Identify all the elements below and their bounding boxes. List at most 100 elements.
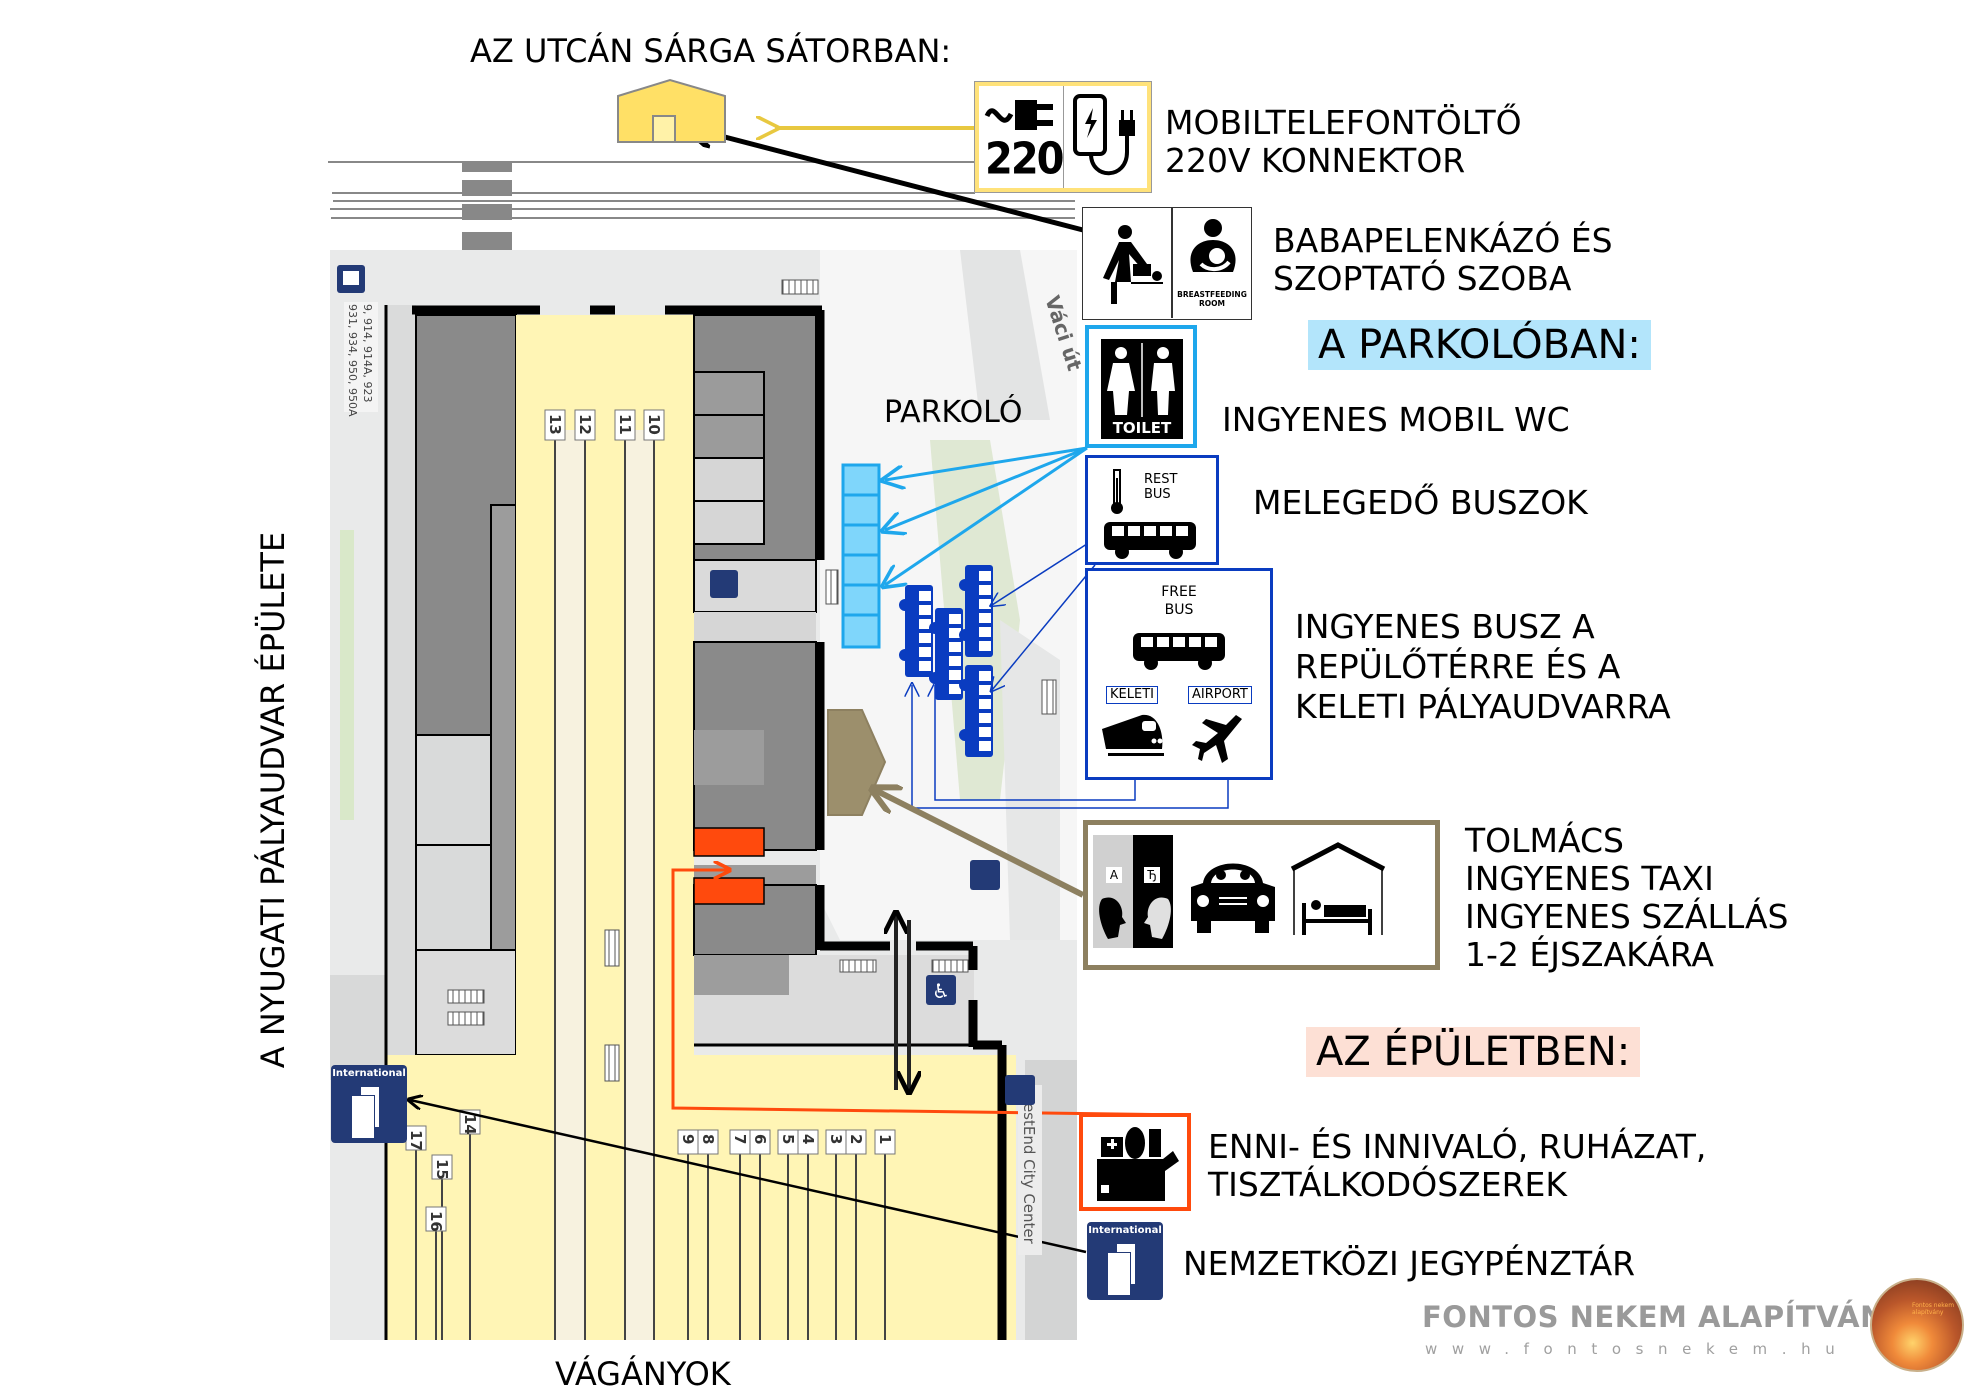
international-arrow [410,1100,1087,1254]
train-icon [1102,714,1164,756]
speech-bubble-a: A [1106,867,1122,883]
wheelchair-icon [926,975,956,1005]
ticket-machine-icon [970,860,1000,890]
supplies-box-icon [1097,1127,1179,1201]
platform-tag-16: 16 [425,1206,447,1232]
food-supplies-sign [1079,1113,1191,1211]
food-line-1: ENNI- ÉS INNIVALÓ, RUHÁZAT, [1208,1127,1707,1166]
svg-text:10: 10 [645,414,663,435]
crosswalk [462,162,512,250]
platform-area [386,1055,1016,1340]
breastfeeding-caption-1: BREASTFEEDING [1177,290,1247,299]
street-tent-heading: AZ UTCÁN SÁRGA SÁTORBAN: [470,32,952,70]
road-lines [328,161,1075,219]
platform-tag-12: 12 [574,409,596,441]
svg-text:8: 8 [699,1134,717,1144]
breastfeeding-caption-2: ROOM [1199,299,1225,308]
svg-text:13: 13 [546,414,564,435]
aid-point-top [693,827,765,857]
bus-routes: 9, 914, 914A, 923 931, 934, 950, 950A [344,302,378,417]
info-desk-icon [710,570,738,598]
svg-text:7: 7 [731,1134,749,1144]
svg-text:16: 16 [427,1211,445,1232]
bus-locations [899,565,993,757]
platform-tags-top: 13 12 11 10 [544,409,665,441]
building-heading: AZ ÉPÜLETBEN: [1306,1027,1641,1077]
aid-point-bottom [693,877,765,905]
baby-room-sign: BREASTFEEDING ROOM [1082,207,1252,320]
building-label: A NYUGATI PÁLYAUDVAR ÉPÜLETE [254,531,292,1069]
platform-tag-13: 13 [544,409,566,441]
rest-bus-sign: REST BUS [1085,455,1219,565]
svg-text:4: 4 [799,1134,817,1144]
international-label: International [1088,1225,1162,1236]
platform-tag-10: 10 [643,409,665,441]
thermometer-icon [1111,469,1123,514]
bus-marker [899,585,933,677]
platform-tag-15: 15 [431,1154,453,1180]
keleti-tag: KELETI [1106,686,1158,704]
bus-icon [1133,633,1225,670]
free-bus-label-2: BUS [1164,602,1194,618]
toilet-icon [1101,339,1183,439]
airplane-icon [1192,715,1242,763]
svg-text:11: 11 [616,414,634,435]
rest-bus-line-1: MELEGEDŐ BUSZOK [1253,483,1588,522]
charger-line-1: MOBILTELEFONTÖLTŐ [1165,103,1522,142]
svg-text:WestEnd City Center: WestEnd City Center [1020,1089,1038,1245]
station-walls [412,305,1007,1340]
airport-tag: AIRPORT [1188,686,1252,704]
platform-tag-4: 4 [797,1129,819,1155]
tracks-bottom [415,1130,886,1340]
free-bus-label-1: FREE [1161,584,1197,600]
tolmacs-line-4: 1-2 ÉJSZAKÁRA [1465,935,1714,974]
svg-text:12: 12 [576,414,594,435]
breastfeeding-icon [1190,219,1236,272]
org-logo: Fontos nekem alapítvány [1870,1278,1964,1372]
international-ticket-sign: International [1087,1222,1163,1300]
platform-tag-17: 17 [405,1125,427,1151]
international-line-1: NEMZETKÖZI JEGYPÉNZTÁR [1183,1244,1636,1283]
org-name: FONTOS NEKEM ALAPÍTVÁNY [1422,1300,1907,1334]
platform-tag-2: 2 [845,1129,867,1155]
baby-line-1: BABAPELENKÁZÓ ÉS [1273,221,1613,260]
free-bus-line-3: KELETI PÁLYAUDVARRA [1295,687,1671,726]
svg-text:15: 15 [433,1159,451,1180]
platform-tag-8: 8 [697,1129,719,1155]
escalator-icon [1005,1075,1035,1105]
bus-marker [959,565,993,657]
platform-tag-3: 3 [825,1129,847,1155]
toilet-arrows [885,446,1088,585]
bus-arrows [912,541,1229,809]
toilet-icon-label: TOILET [1112,419,1172,437]
yellow-tent-icon [617,78,726,143]
platform-tag-5: 5 [777,1129,799,1155]
org-url: www.fontosnekem.hu [1425,1340,1850,1358]
free-bus-line-1: INGYENES BUSZ A [1295,607,1595,646]
bus-icon [1104,522,1196,559]
svg-text:931, 934, 950, 950A: 931, 934, 950, 950A [346,304,359,417]
platform-tag-14: 14 [459,1109,481,1135]
svg-text:9, 914, 914A, 923: 9, 914, 914A, 923 [361,304,374,403]
free-bus-line-2: REPÜLŐTÉRRE ÉS A [1295,647,1621,686]
toilet-locations [841,463,881,649]
food-line-2: TISZTÁLKODÓSZEREK [1208,1165,1568,1204]
shelter-bed-icon [1290,842,1386,935]
info-arrow [875,790,1085,898]
toilet-line-1: INGYENES MOBIL WC [1222,400,1570,439]
voltage-label: 220 [985,133,1064,185]
phone-charging-icon [1073,94,1135,176]
tracks [554,430,655,1340]
tolmacs-line-2: INGYENES TAXI [1465,859,1714,898]
bus-marker [929,608,963,700]
baby-changing-icon [1103,225,1163,304]
bus-marker [959,665,993,757]
interpreter-taxi-lodging-sign: A Ђ [1083,820,1440,970]
international-label: International [332,1068,406,1079]
left-corridor [386,305,416,1055]
svg-text:2: 2 [847,1134,865,1144]
charger-line-2: 220V KONNEKTOR [1165,141,1466,180]
parking-label: PARKOLÓ [884,393,1022,430]
svg-text:6: 6 [751,1134,769,1144]
